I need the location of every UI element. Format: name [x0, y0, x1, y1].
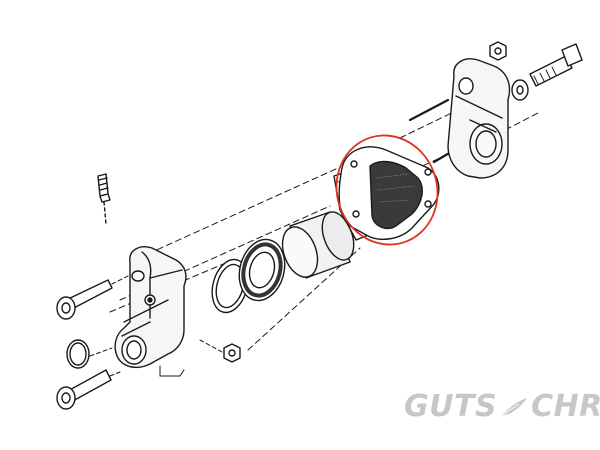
guide-pin-upper — [408, 98, 450, 122]
bolt-alignment-lines — [89, 275, 223, 377]
caliper-bracket — [447, 58, 511, 179]
bleeder-screw — [97, 173, 111, 225]
bracket-bolt — [529, 43, 583, 87]
caliper-piston — [281, 211, 355, 279]
brand-logo: GUTS CHROME — [404, 384, 600, 430]
hex-nut-upper — [489, 41, 507, 61]
brand-word-right: CHROME — [531, 389, 600, 424]
brand-word-left: GUTS — [404, 389, 498, 424]
lower-mounting-bolt — [56, 369, 112, 410]
caliper-housing — [114, 246, 187, 377]
small-o-ring — [66, 339, 90, 369]
flat-washer — [511, 79, 529, 101]
feather-icon — [500, 398, 528, 417]
upper-mounting-bolt — [56, 279, 113, 320]
brake-pad-assembly — [338, 146, 440, 240]
dust-seal — [238, 238, 286, 302]
hex-nut-lower — [223, 343, 241, 363]
highlight-ring — [335, 134, 439, 246]
